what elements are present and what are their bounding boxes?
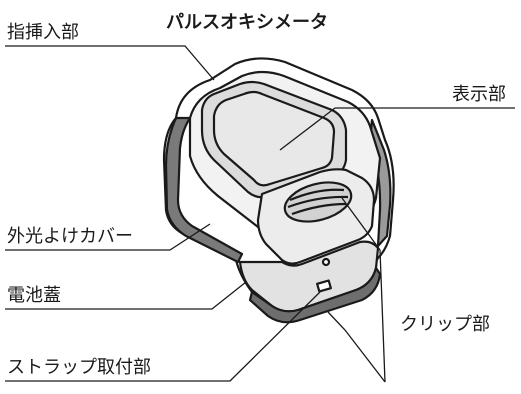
label-finger-insert: 指挿入部 xyxy=(7,22,79,43)
grill-rib-3 xyxy=(291,202,347,216)
grill-rib-1 xyxy=(289,188,345,202)
leader-clip-a xyxy=(327,311,386,383)
grill-rib-2 xyxy=(287,195,349,209)
leader-light-cover xyxy=(5,223,211,251)
label-display: 表示部 xyxy=(452,84,506,105)
strap-slot xyxy=(316,279,332,293)
diagram-title: パルスオキシメータ xyxy=(166,12,328,33)
display-screen xyxy=(212,90,336,187)
notch xyxy=(321,257,331,267)
leader-strap-mount xyxy=(5,291,321,382)
light-cover-shape xyxy=(164,116,244,264)
leader-battery-lid xyxy=(5,281,247,310)
label-clip: クリップ部 xyxy=(400,314,490,335)
leader-clip-b xyxy=(341,197,386,383)
leader-display xyxy=(279,107,515,151)
leader-lines xyxy=(5,45,515,383)
base-shape xyxy=(248,266,382,324)
device-body xyxy=(162,57,395,324)
leader-finger-insert xyxy=(5,45,215,81)
label-light-cover: 外光よけカバー xyxy=(7,226,133,247)
label-battery-lid: 電池蓋 xyxy=(7,285,61,306)
label-strap-mount: ストラップ取付部 xyxy=(7,357,151,378)
